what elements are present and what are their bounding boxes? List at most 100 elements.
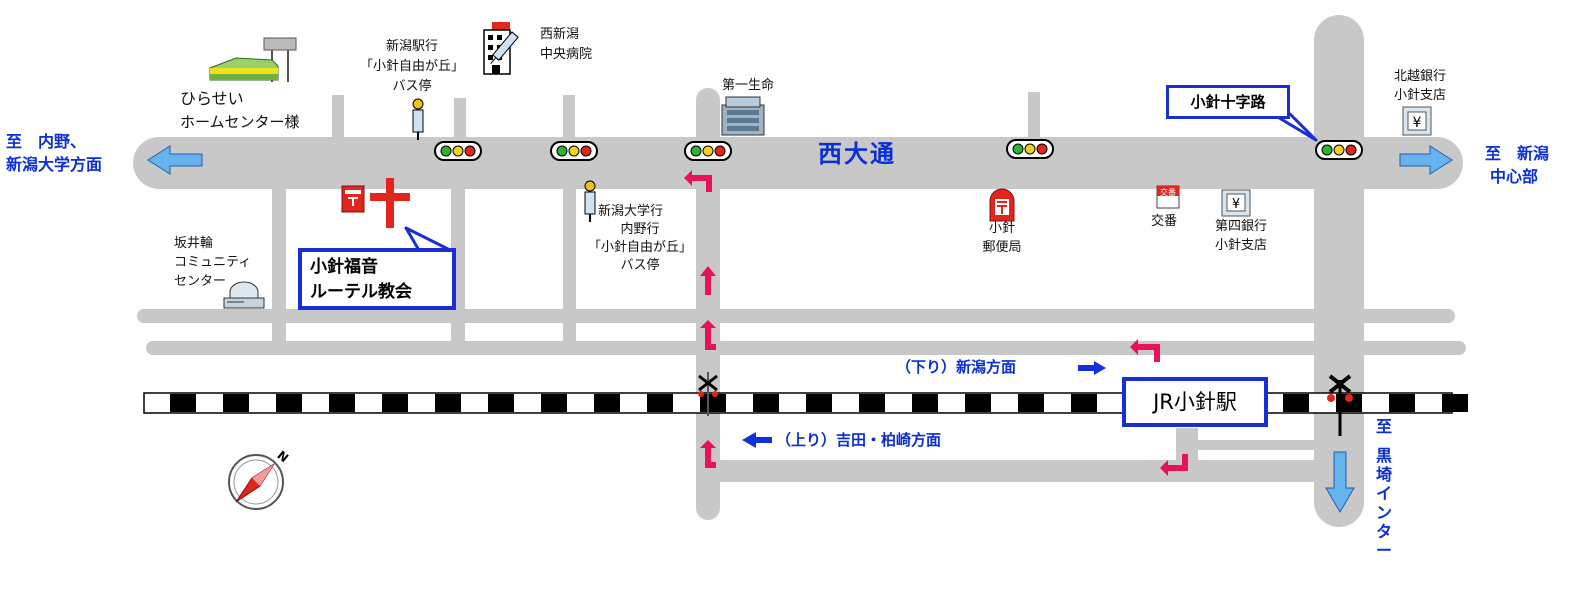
bus-north-line1: 新潟駅行	[385, 39, 438, 54]
down-train-label: （下り）新潟方面	[896, 358, 1017, 376]
traffic-lights	[434, 139, 1363, 161]
rail-tie	[276, 394, 302, 412]
direction-south-line2: 黒埼インター	[1375, 446, 1392, 560]
rail-tie	[223, 394, 249, 412]
svg-text:¥: ¥	[1232, 197, 1240, 212]
hospital-line2: 中央病院	[540, 47, 593, 62]
rail-tie	[859, 394, 885, 412]
post-office-line2: 郵便局	[982, 240, 1022, 255]
rail-tie	[1389, 394, 1415, 412]
up-train-arrow-icon	[742, 432, 772, 448]
rail-tie	[435, 394, 461, 412]
rail-tie	[912, 394, 938, 412]
hokuetsu-line2: 小針支店	[1393, 88, 1446, 103]
arrow-east-icon	[1399, 145, 1453, 175]
route-arrow-up-icon	[700, 266, 716, 295]
direction-west-line1: 至 内野、	[6, 132, 87, 151]
street-name: 西大通	[818, 140, 896, 168]
direction-west-line2: 新潟大学方面	[6, 155, 103, 174]
route-arrow-bend-icon	[1130, 339, 1160, 362]
rail-tie	[806, 394, 832, 412]
rail-tie	[1336, 394, 1362, 412]
bus-north-line2: 「小針自由が丘」	[359, 59, 464, 74]
traffic-light-icon	[684, 141, 732, 161]
compass-icon: N	[228, 448, 291, 510]
route-arrow-turn-icon	[684, 170, 712, 192]
mailbox-icon	[341, 185, 365, 213]
bus-south-line3: 「小針自由が丘」	[587, 240, 692, 255]
church-cross-icon	[370, 178, 410, 228]
railway-crossing-icon	[698, 372, 718, 416]
post-office-icon	[989, 188, 1015, 222]
bus-stop-icon	[412, 98, 424, 140]
home-center-icon	[209, 37, 297, 82]
rail-tie	[488, 394, 514, 412]
bus-south-line1: 新潟大学行	[598, 204, 664, 219]
hirasei-line1: ひらせい	[180, 89, 244, 108]
police-box-sign: 交番	[1160, 187, 1176, 197]
svg-text:¥: ¥	[1413, 115, 1422, 131]
rail-tie	[647, 394, 673, 412]
rail-tie	[329, 394, 355, 412]
hokuetsu-line1: 北越銀行	[1393, 69, 1446, 84]
bus-south-line2: 内野行	[620, 222, 660, 237]
north-road-4	[1028, 92, 1040, 140]
sakai-line3: センター	[174, 274, 227, 289]
crossroad-label: 小針十字路	[1166, 85, 1290, 119]
rail-tie	[541, 394, 567, 412]
direction-east-line2: 中心部	[1490, 167, 1539, 186]
daishi-line2: 小針支店	[1214, 238, 1267, 253]
hospital-icon	[483, 22, 519, 75]
rail-tie	[1283, 394, 1309, 412]
rail-tie	[753, 394, 779, 412]
road-h3	[704, 460, 1330, 482]
rail-tie	[1018, 394, 1044, 412]
compass-north-letter: N	[274, 448, 291, 465]
road-v1	[272, 185, 286, 345]
community-center-icon	[223, 281, 265, 309]
route-arrow-bend-icon	[1160, 454, 1188, 476]
road-h4	[1190, 440, 1320, 450]
arrow-west-icon	[147, 145, 203, 175]
rail-tie	[1071, 394, 1097, 412]
daishi-line1: 第四銀行	[1214, 219, 1267, 234]
station-access	[1176, 428, 1198, 460]
road-east-v	[1314, 15, 1364, 527]
traffic-light-icon	[1315, 140, 1363, 160]
main-street	[133, 137, 1463, 189]
police-box-label: 交番	[1151, 214, 1178, 229]
bus-south-line4: バス停	[620, 258, 660, 273]
station-label: JR小針駅	[1122, 377, 1268, 427]
road-h2	[146, 341, 1466, 355]
rail-tie	[1442, 394, 1468, 412]
hospital-line1: 西新潟	[540, 27, 580, 42]
bank-icon: ¥	[1221, 189, 1251, 217]
route-arrows	[684, 170, 1188, 476]
rail-tie	[594, 394, 620, 412]
railway	[143, 392, 1468, 414]
road-v3	[563, 185, 576, 345]
rail-tie	[965, 394, 991, 412]
post-office-line1: 小針	[988, 221, 1015, 236]
railway-crossing-icon	[1327, 374, 1353, 436]
sakai-line2: コミュニティ	[174, 255, 252, 270]
arrow-south-icon	[1325, 451, 1355, 513]
north-road-1	[332, 95, 344, 140]
direction-south-line1: 至	[1376, 417, 1393, 436]
bus-stop-icon	[584, 180, 596, 222]
rail-tie	[700, 394, 726, 412]
direction-arrows	[147, 145, 1453, 513]
traffic-light-icon	[434, 141, 482, 161]
road-h1	[137, 309, 1455, 323]
up-train-label: （上り）吉田・柏崎方面	[776, 431, 942, 449]
down-train-arrow-icon	[1078, 361, 1106, 375]
rail-tie	[382, 394, 408, 412]
direction-east-line1: 至 新潟	[1484, 144, 1549, 163]
sakai-line1: 坂井輪	[174, 236, 214, 251]
traffic-light-icon	[550, 141, 598, 161]
rail-tie	[170, 394, 196, 412]
north-road-3	[563, 95, 575, 140]
north-road-2	[454, 98, 466, 140]
bank-icon: ¥	[1402, 106, 1432, 136]
route-arrow-bend-icon	[700, 320, 716, 350]
